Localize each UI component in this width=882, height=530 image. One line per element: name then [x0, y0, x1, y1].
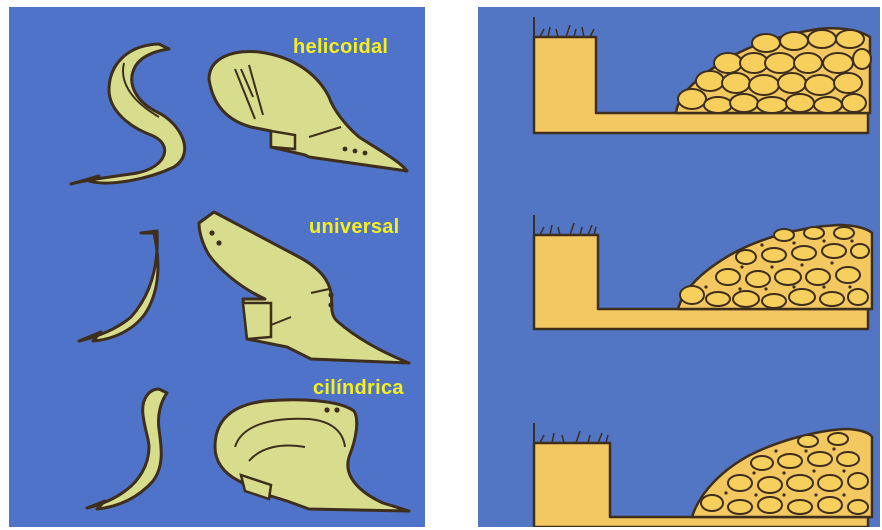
label-cilindrica: cilíndrica [313, 377, 404, 400]
universal-profile-shape [79, 231, 158, 341]
label-universal: universal [309, 216, 400, 239]
moldboard-drawings [9, 7, 425, 527]
heap-1-clods [678, 30, 871, 113]
cilindrica-side-shape [215, 400, 409, 511]
soil-furrow-panel [478, 7, 880, 527]
universal-foot [243, 303, 271, 339]
cilindrica-profile-shape [87, 389, 167, 509]
helicoidal-profile-shape [71, 44, 185, 184]
moldboard-types-panel: helicoidal universal cilíndrica [9, 7, 425, 527]
helicoidal-side-shape [209, 51, 407, 171]
label-helicoidal: helicoidal [293, 36, 388, 59]
furrow-drawings [478, 7, 880, 527]
helicoidal-foot [271, 131, 295, 149]
